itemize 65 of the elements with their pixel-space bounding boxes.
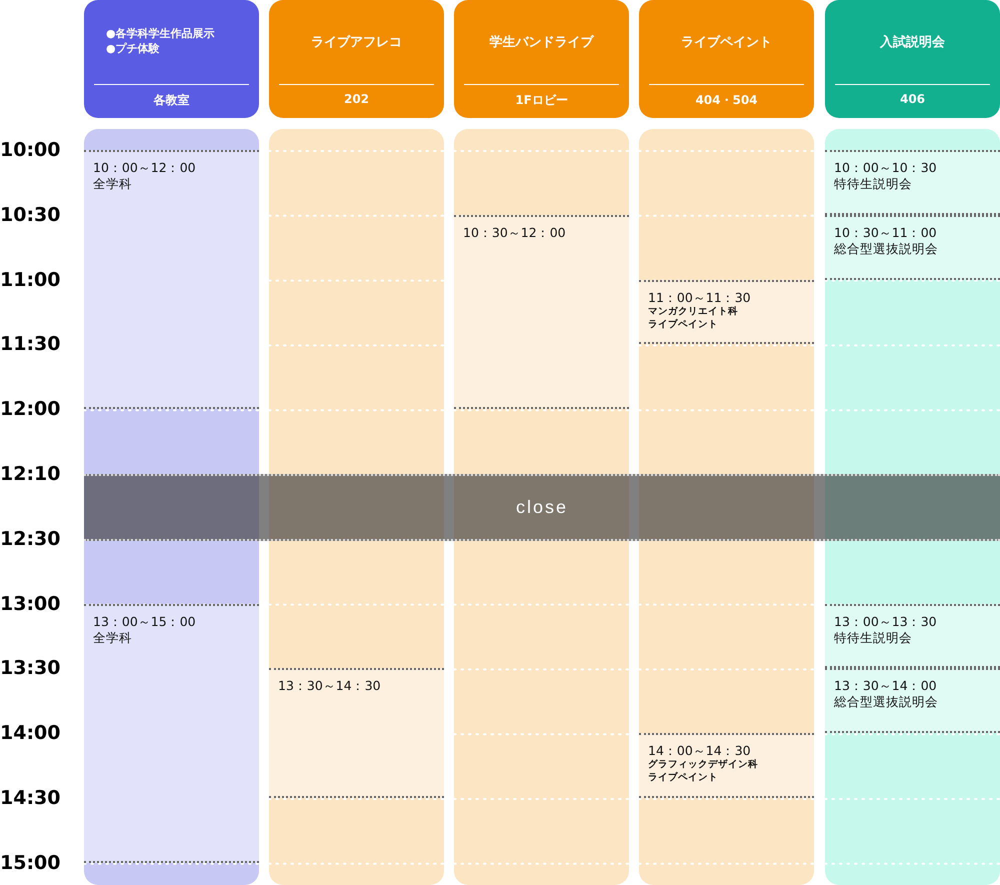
time-label: 14:30	[0, 787, 62, 809]
time-label: 14:00	[0, 722, 62, 744]
event-slot	[454, 215, 629, 409]
schedule-column	[84, 129, 259, 885]
event-slot	[639, 733, 814, 798]
time-label: 11:30	[0, 333, 62, 356]
header-title: ライブアフレコ	[311, 34, 402, 51]
time-label: 11:00	[0, 268, 62, 291]
event-detail: 特待生説明会	[834, 630, 913, 646]
event-detail: 特待生説明会	[834, 176, 913, 192]
schedule-column	[269, 129, 444, 885]
event-slot	[84, 604, 259, 863]
room-label: 各教室	[154, 93, 190, 107]
column-header	[84, 0, 259, 118]
column-header	[825, 0, 1000, 118]
event-slot	[84, 150, 259, 409]
event-time: 13：00～13：30	[834, 614, 938, 630]
time-label: 13:30	[0, 657, 62, 680]
event-detail: 全学科	[93, 630, 133, 646]
column-header	[639, 0, 814, 118]
event-slot	[639, 280, 814, 344]
event-slot	[825, 604, 1000, 668]
header-title: ●プチ体験	[106, 42, 160, 57]
header-title: 学生バンドライブ	[490, 34, 594, 51]
time-label: 15:00	[0, 852, 62, 874]
schedule-column	[454, 129, 629, 885]
event-time: 11：00～11：30	[648, 290, 752, 306]
event-time: 13：30～14：00	[834, 678, 938, 694]
event-time: 13：30～14：30	[278, 678, 382, 694]
event-slot	[269, 668, 444, 798]
event-detail: ライブペイント	[648, 772, 719, 784]
room-label: 406	[900, 92, 926, 106]
room-label: 404・504	[695, 93, 758, 107]
break-label: close	[516, 496, 568, 518]
room-label: 1Fロビー	[515, 93, 568, 107]
schedule-column	[825, 129, 1000, 885]
time-label: 13:00	[0, 592, 62, 615]
event-detail: 総合型選抜説明会	[834, 241, 939, 258]
header-title: 入試説明会	[880, 34, 945, 51]
event-detail: 総合型選抜説明会	[834, 694, 939, 710]
event-slot	[825, 215, 1000, 280]
event-detail: グラフィックデザイン科	[648, 759, 759, 772]
room-label: 202	[344, 92, 370, 106]
header-title: ライブペイント	[681, 34, 772, 51]
time-label: 12:10	[0, 463, 62, 485]
time-label: 12:30	[0, 528, 62, 550]
event-detail: マンガクリエイト科	[648, 306, 739, 318]
event-detail: 全学科	[93, 176, 133, 192]
event-detail: ライブペイント	[648, 318, 719, 331]
event-time: 14：00～14：30	[648, 743, 752, 759]
event-slot	[825, 150, 1000, 215]
header-title: ●各学科学生作品展示	[106, 27, 215, 42]
schedule-column	[639, 129, 814, 885]
event-time: 10：00～12：00	[93, 160, 197, 176]
time-label: 12:00	[0, 398, 62, 420]
time-label: 10:30	[0, 204, 62, 226]
event-slot	[825, 668, 1000, 733]
break-band	[84, 474, 1000, 541]
event-time: 10：30～12：00	[463, 225, 567, 242]
event-time: 13：00～15：00	[93, 614, 197, 630]
event-time: 10：00～10：30	[834, 160, 938, 176]
time-label: 10:00	[0, 139, 62, 161]
column-header	[269, 0, 444, 118]
event-time: 10：30～11：00	[834, 225, 938, 242]
column-header	[454, 0, 629, 118]
